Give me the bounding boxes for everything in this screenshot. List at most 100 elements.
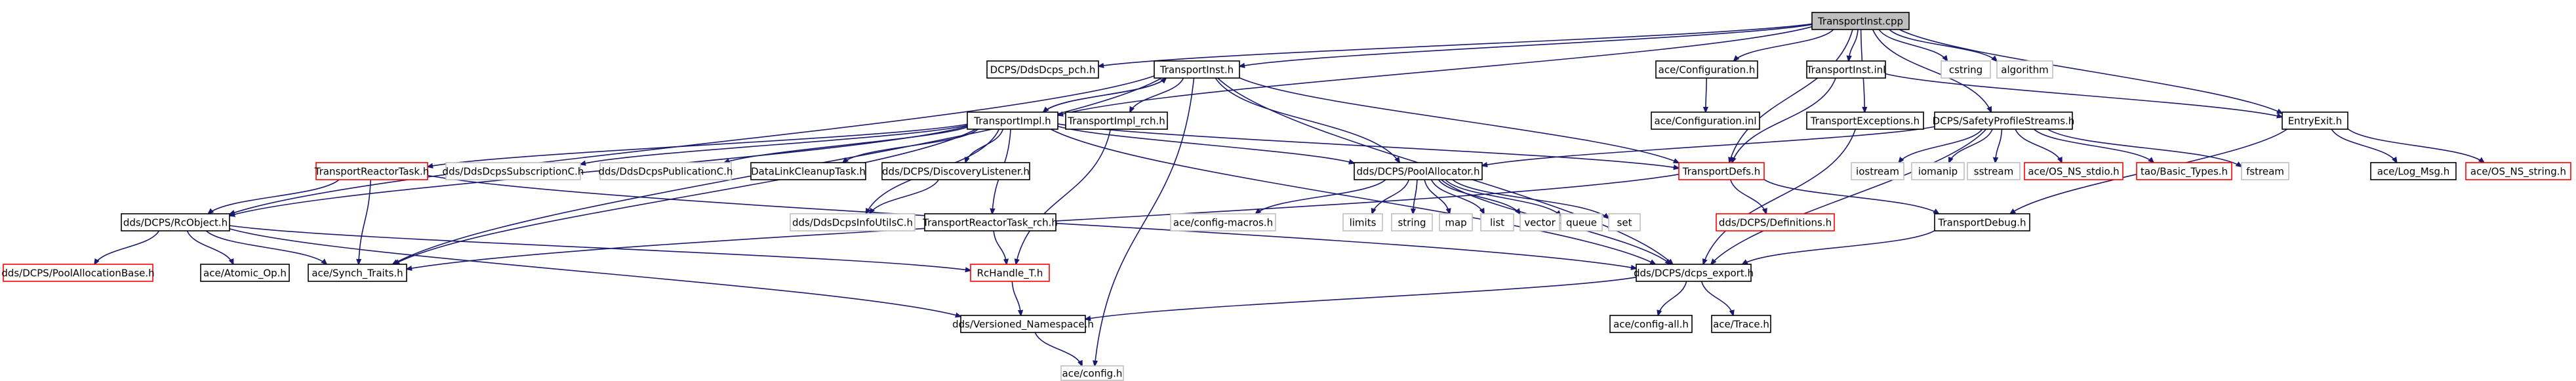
- node-sstream-box[interactable]: [1967, 162, 2021, 180]
- node-iostream-box[interactable]: [1851, 162, 1904, 180]
- node-logmsg-box[interactable]: [2370, 162, 2457, 180]
- node-dcpsexport-box[interactable]: [1636, 264, 1752, 282]
- node-disclistener[interactable]: dds/DCPS/DiscoveryListener.h: [881, 162, 1030, 180]
- node-cfgall-box[interactable]: [1609, 315, 1693, 333]
- node-limits[interactable]: limits: [1342, 213, 1383, 231]
- node-tdefs[interactable]: TransportDefs.h: [1678, 162, 1765, 180]
- node-nsstring[interactable]: ace/OS_NS_string.h: [2465, 162, 2571, 180]
- node-tinst_h[interactable]: TransportInst.h: [1154, 60, 1240, 79]
- node-tdebug[interactable]: TransportDebug.h: [1934, 213, 2030, 231]
- node-list-box[interactable]: [1480, 213, 1514, 231]
- node-logmsg[interactable]: ace/Log_Msg.h: [2370, 162, 2457, 180]
- node-fstream-box[interactable]: [2241, 162, 2289, 180]
- node-nsstring-box[interactable]: [2465, 162, 2571, 180]
- node-dlcleanup-box[interactable]: [750, 162, 866, 180]
- node-definitions[interactable]: dds/DCPS/Definitions.h: [1716, 213, 1835, 231]
- node-infoutils[interactable]: dds/DdsDcpsInfoUtilsC.h: [790, 213, 916, 231]
- node-cstring[interactable]: cstring: [1941, 60, 1991, 79]
- node-queue[interactable]: queue: [1560, 213, 1603, 231]
- node-versioned[interactable]: dds/Versioned_Namespace.h: [952, 315, 1094, 333]
- node-trace[interactable]: ace/Trace.h: [1711, 315, 1771, 333]
- node-cfgmacros-box[interactable]: [1170, 213, 1276, 231]
- node-dcpsexport[interactable]: dds/DCPS/dcps_export.h: [1634, 264, 1754, 282]
- node-poolallocbase-box[interactable]: [3, 264, 153, 282]
- node-tinst_h-box[interactable]: [1154, 60, 1240, 79]
- node-pubC-box[interactable]: [599, 162, 732, 180]
- node-pch[interactable]: DCPS/DdsDcps_pch.h: [986, 60, 1099, 79]
- node-iostream[interactable]: iostream: [1851, 162, 1904, 180]
- node-fstream[interactable]: fstream: [2241, 162, 2289, 180]
- node-poolallocbase[interactable]: dds/DCPS/PoolAllocationBase.h: [1, 264, 155, 282]
- node-infoutils-box[interactable]: [790, 213, 916, 231]
- node-list[interactable]: list: [1480, 213, 1514, 231]
- node-rchandle[interactable]: RcHandle_T.h: [970, 264, 1050, 282]
- node-set-box[interactable]: [1608, 213, 1641, 231]
- node-poolalloc[interactable]: dds/DCPS/PoolAllocator.h: [1354, 162, 1483, 180]
- node-map-box[interactable]: [1439, 213, 1473, 231]
- node-cfgall[interactable]: ace/config-all.h: [1609, 315, 1693, 333]
- node-treactor_rch-box[interactable]: [924, 213, 1057, 231]
- node-synchtraits-box[interactable]: [308, 264, 407, 282]
- node-disclistener-box[interactable]: [881, 162, 1030, 180]
- node-trace-box[interactable]: [1711, 315, 1771, 333]
- node-config_h[interactable]: ace/Configuration.h: [1655, 60, 1758, 79]
- node-rchandle-box[interactable]: [970, 264, 1050, 282]
- node-aceconfig-box[interactable]: [1060, 365, 1124, 381]
- node-basictypes-box[interactable]: [2136, 162, 2232, 180]
- node-config_h-box[interactable]: [1655, 60, 1758, 79]
- node-tdefs-box[interactable]: [1678, 162, 1765, 180]
- node-versioned-box[interactable]: [960, 315, 1086, 333]
- node-treactor[interactable]: TransportReactorTask.h: [314, 162, 430, 180]
- node-atomicop-box[interactable]: [200, 264, 290, 282]
- node-root-box[interactable]: [1811, 12, 1910, 30]
- node-limits-box[interactable]: [1342, 213, 1383, 231]
- node-config_inl-box[interactable]: [1651, 111, 1760, 130]
- node-nsstdio-box[interactable]: [2024, 162, 2123, 180]
- node-treactor_rch[interactable]: TransportReactorTask_rch.h: [922, 213, 1058, 231]
- node-config_inl[interactable]: ace/Configuration.inl: [1651, 111, 1760, 130]
- node-nsstdio[interactable]: ace/OS_NS_stdio.h: [2024, 162, 2123, 180]
- node-algorithm[interactable]: algorithm: [1996, 60, 2053, 79]
- node-sstream[interactable]: sstream: [1967, 162, 2021, 180]
- node-algorithm-box[interactable]: [1996, 60, 2053, 79]
- node-vector-box[interactable]: [1519, 213, 1560, 231]
- node-subC-box[interactable]: [445, 162, 581, 180]
- node-pch-box[interactable]: [986, 60, 1099, 79]
- node-synchtraits[interactable]: ace/Synch_Traits.h: [308, 264, 407, 282]
- node-atomicop[interactable]: ace/Atomic_Op.h: [200, 264, 290, 282]
- node-definitions-box[interactable]: [1716, 213, 1835, 231]
- node-cfgmacros[interactable]: ace/config-macros.h: [1170, 213, 1276, 231]
- node-string[interactable]: string: [1391, 213, 1433, 231]
- node-timpl_rch[interactable]: TransportImpl_rch.h: [1065, 111, 1168, 130]
- node-iomanip-box[interactable]: [1911, 162, 1965, 180]
- node-texc-box[interactable]: [1806, 111, 1924, 130]
- node-treactor-box[interactable]: [315, 162, 428, 180]
- node-subC[interactable]: dds/DdsDcpsSubscriptionC.h: [443, 162, 584, 180]
- node-pubC[interactable]: dds/DdsDcpsPublicationC.h: [599, 162, 733, 180]
- node-rcobject[interactable]: dds/DCPS/RcObject.h: [121, 213, 230, 231]
- node-texc[interactable]: TransportExceptions.h: [1806, 111, 1924, 130]
- node-timpl_h-box[interactable]: [967, 111, 1058, 130]
- node-entryexit-box[interactable]: [2282, 111, 2348, 130]
- node-tinst_inl-box[interactable]: [1806, 60, 1886, 79]
- node-map[interactable]: map: [1439, 213, 1473, 231]
- node-rcobject-box[interactable]: [121, 213, 230, 231]
- node-timpl_h[interactable]: TransportImpl.h: [967, 111, 1058, 130]
- node-tdebug-box[interactable]: [1934, 213, 2030, 231]
- node-entryexit[interactable]: EntryExit.h: [2282, 111, 2348, 130]
- node-safety-box[interactable]: [1934, 111, 2073, 130]
- node-poolalloc-box[interactable]: [1354, 162, 1483, 180]
- node-cstring-box[interactable]: [1941, 60, 1991, 79]
- node-dlcleanup[interactable]: DataLinkCleanupTask.h: [750, 162, 866, 180]
- node-iomanip[interactable]: iomanip: [1911, 162, 1965, 180]
- node-tinst_inl[interactable]: TransportInst.inl: [1806, 60, 1886, 79]
- node-string-box[interactable]: [1391, 213, 1433, 231]
- node-basictypes[interactable]: tao/Basic_Types.h: [2136, 162, 2232, 180]
- node-vector[interactable]: vector: [1519, 213, 1560, 231]
- node-queue-box[interactable]: [1560, 213, 1603, 231]
- node-root[interactable]: TransportInst.cpp: [1811, 12, 1910, 30]
- node-timpl_rch-box[interactable]: [1065, 111, 1168, 130]
- node-safety[interactable]: DCPS/SafetyProfileStreams.h: [1933, 111, 2075, 130]
- node-set[interactable]: set: [1608, 213, 1641, 231]
- node-aceconfig[interactable]: ace/config.h: [1060, 365, 1124, 381]
